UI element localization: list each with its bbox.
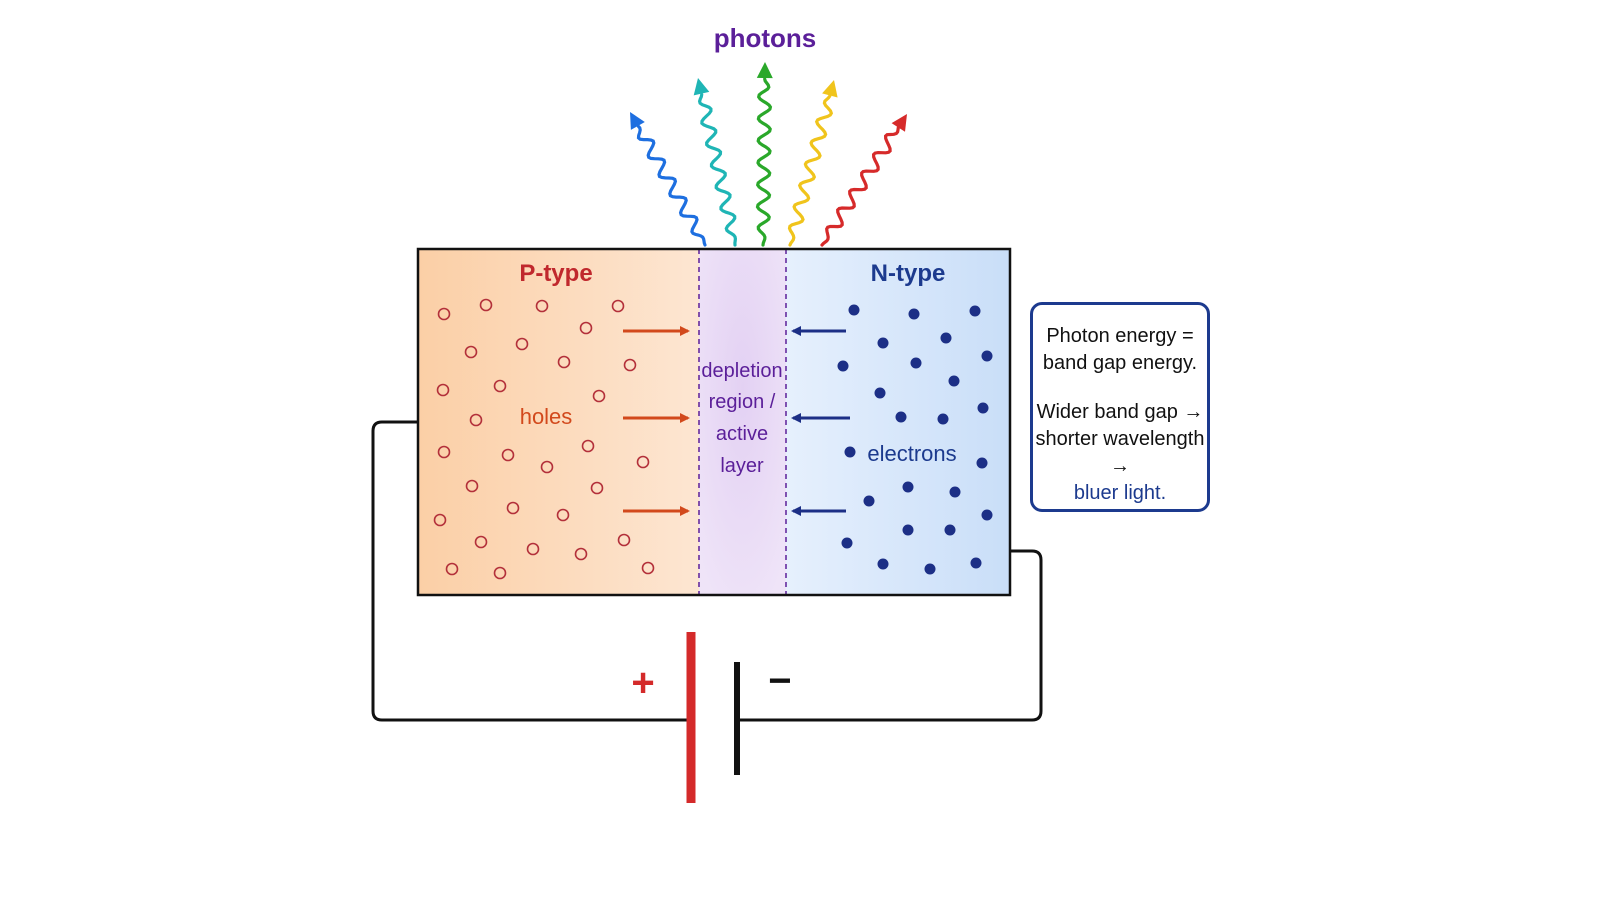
electron-marker	[844, 446, 856, 458]
hole-marker	[581, 439, 595, 453]
hole-marker	[535, 299, 549, 313]
electron-marker	[895, 411, 907, 423]
hole-marker	[501, 448, 515, 462]
photon-arrowhead	[693, 78, 710, 96]
electron-marker	[944, 524, 956, 536]
hole-marker	[493, 566, 507, 580]
p-type-region	[418, 249, 699, 595]
hole-marker	[636, 455, 650, 469]
hole-marker	[590, 481, 604, 495]
photon-wave	[755, 77, 773, 247]
electron-marker	[977, 402, 989, 414]
n-type-region	[786, 249, 1010, 595]
p-type-label: P-type	[519, 260, 592, 287]
photon-wave	[820, 126, 900, 247]
photon-wave	[697, 93, 738, 247]
electron-marker	[877, 337, 889, 349]
hole-marker	[540, 460, 554, 474]
hole-marker	[611, 299, 625, 313]
electron-marker	[981, 350, 993, 362]
hole-marker	[465, 479, 479, 493]
depletion-region	[699, 249, 786, 595]
electron-marker	[970, 557, 982, 569]
wire-right	[737, 549, 1043, 722]
photon-wave	[636, 124, 707, 247]
hole-marker	[515, 337, 529, 351]
electron-marker	[902, 524, 914, 536]
electron-marker	[924, 563, 936, 575]
info-box: Photon energy = band gap energy. Wider b…	[1030, 302, 1210, 512]
holes-group	[433, 298, 655, 580]
hole-marker	[556, 508, 570, 522]
hole-marker	[464, 345, 478, 359]
hole-marker	[574, 547, 588, 561]
battery-minus-sign: −	[768, 659, 791, 703]
electron-marker	[910, 357, 922, 369]
electron-marker	[940, 332, 952, 344]
depletion-label-line: depletion	[701, 360, 782, 382]
electron-marker	[981, 509, 993, 521]
electron-marker	[949, 486, 961, 498]
depletion-label-line: active	[716, 423, 768, 445]
battery-plus-sign: +	[631, 661, 654, 705]
electron-marker	[969, 305, 981, 317]
hole-marker	[436, 383, 450, 397]
photon-arrowhead	[630, 112, 645, 130]
hole-marker	[437, 307, 451, 321]
photons-title: photons	[714, 23, 817, 53]
depletion-label-line: layer	[720, 455, 764, 477]
hole-marker	[433, 513, 447, 527]
hole-marker	[469, 413, 483, 427]
electron-marker	[976, 457, 988, 469]
electron-marker	[908, 308, 920, 320]
wire-left	[371, 420, 690, 722]
hole-marker	[557, 355, 571, 369]
hole-marker	[641, 561, 655, 575]
electron-marker	[937, 413, 949, 425]
electron-marker	[837, 360, 849, 372]
depletion-label-line: region /	[709, 391, 776, 413]
electron-marker	[948, 375, 960, 387]
info-line: Photon energy =	[1046, 325, 1194, 347]
photon-arrowhead	[756, 62, 773, 79]
photon-arrowhead	[822, 80, 838, 98]
hole-marker	[437, 445, 451, 459]
hole-marker	[493, 379, 507, 393]
info-line: shorter wavelength →	[1035, 428, 1205, 477]
semiconductor-outline	[416, 247, 1012, 597]
hole-marker	[526, 542, 540, 556]
electrons-group	[837, 304, 993, 575]
electron-marker	[863, 495, 875, 507]
hole-marker	[592, 389, 606, 403]
electron-marker	[902, 481, 914, 493]
electron-marker	[877, 558, 889, 570]
holes-label: holes	[520, 404, 573, 429]
info-line-highlight: bluer light.	[1073, 482, 1167, 504]
electrons-label: electrons	[867, 441, 956, 466]
n-type-label: N-type	[871, 260, 946, 287]
hole-marker	[579, 321, 593, 335]
photons-group	[630, 62, 907, 247]
info-line: band gap energy.	[1042, 352, 1198, 374]
electron-marker	[874, 387, 886, 399]
hole-marker	[617, 533, 631, 547]
hole-marker	[445, 562, 459, 576]
photon-wave	[787, 94, 834, 247]
electron-marker	[841, 537, 853, 549]
hole-marker	[474, 535, 488, 549]
hole-marker	[479, 298, 493, 312]
electron-marker	[848, 304, 860, 316]
hole-marker	[623, 358, 637, 372]
info-line: Wider band gap →	[1036, 401, 1204, 423]
hole-marker	[506, 501, 520, 515]
photon-arrowhead	[891, 114, 907, 132]
